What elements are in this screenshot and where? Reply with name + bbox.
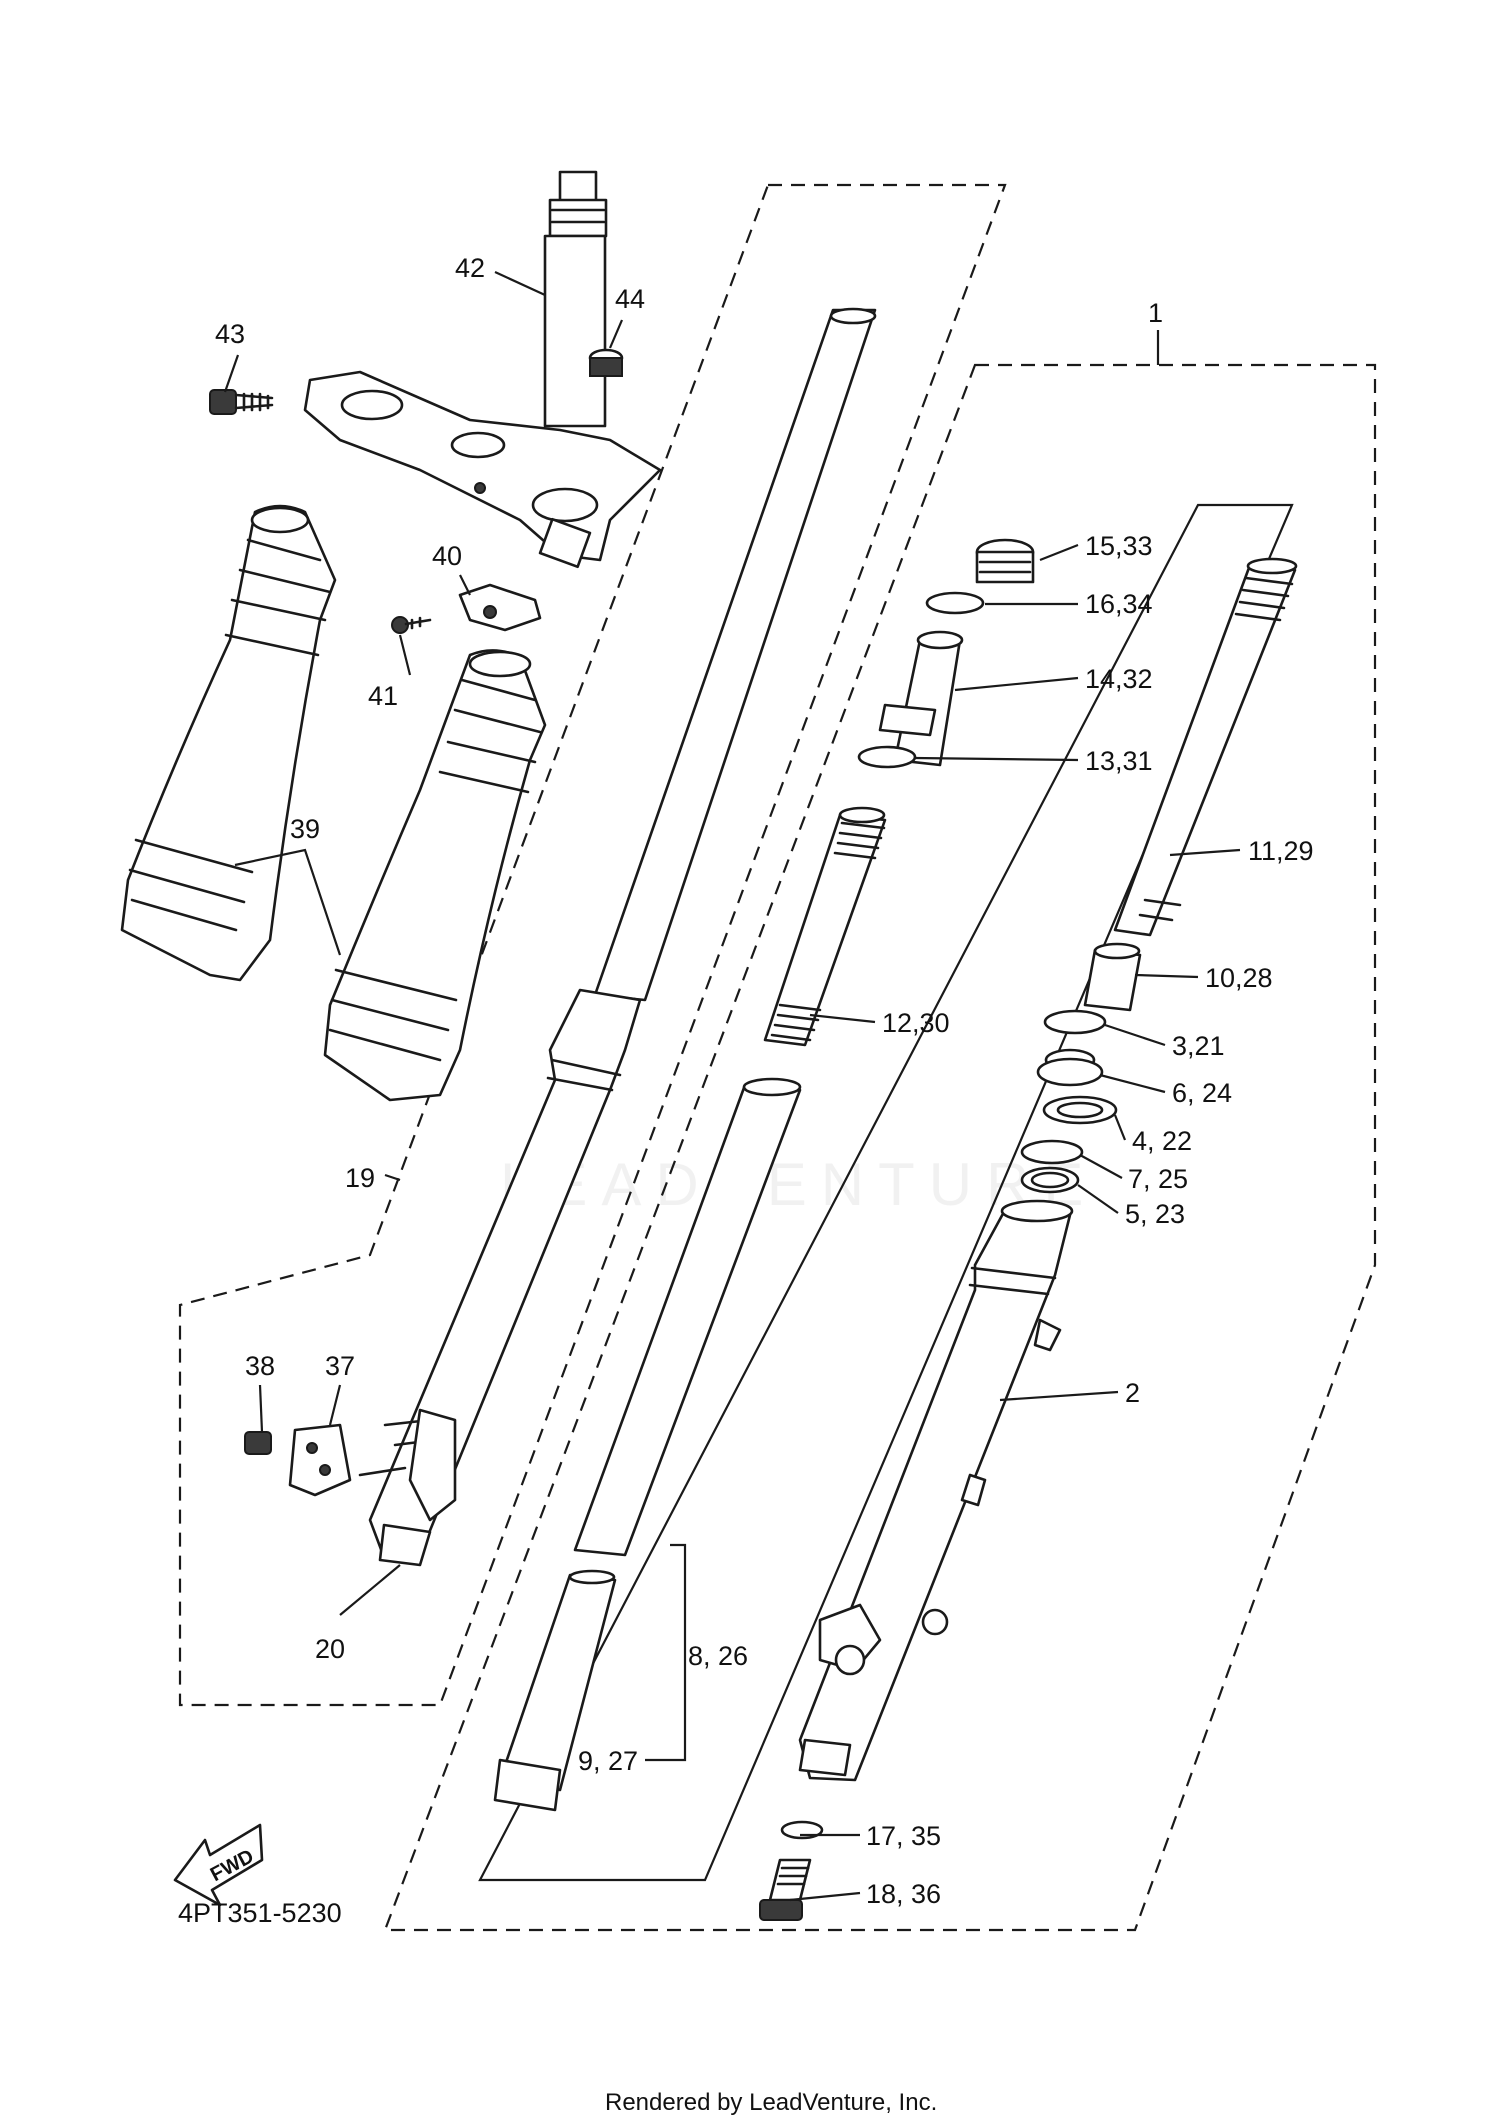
label-6-24: 6, 24 [1172, 1078, 1232, 1108]
slide-metal [1083, 942, 1142, 1012]
part-labels: 1 15,33 16,34 14,32 13,31 11,29 12,30 10… [215, 253, 1314, 1909]
label-44: 44 [615, 284, 645, 314]
fork-spring [1113, 557, 1298, 937]
boot-band [458, 583, 542, 632]
label-5-23: 5, 23 [1125, 1199, 1185, 1229]
steering-stem [543, 170, 608, 428]
label-42: 42 [455, 253, 485, 283]
fork-boot-left [120, 504, 337, 982]
under-bracket [303, 370, 662, 569]
spacer [878, 630, 964, 767]
label-12-30: 12,30 [882, 1008, 950, 1038]
label-8-26: 8, 26 [688, 1641, 748, 1671]
label-18-36: 18, 36 [866, 1879, 941, 1909]
spring-seat-washer [857, 745, 917, 769]
label-1: 1 [1148, 298, 1163, 328]
label-15-33: 15,33 [1085, 531, 1153, 561]
fork-boot-right [323, 649, 547, 1102]
label-17-35: 17, 35 [866, 1821, 941, 1851]
cap-bolt [975, 538, 1035, 584]
label-4-22: 4, 22 [1132, 1126, 1192, 1156]
label-39: 39 [290, 814, 320, 844]
label-37: 37 [325, 1351, 355, 1381]
label-19: 19 [345, 1163, 375, 1193]
inner-pipe [573, 1077, 802, 1557]
label-16-34: 16,34 [1085, 589, 1153, 619]
axle-nut [244, 1431, 272, 1455]
o-ring [925, 591, 985, 615]
outline-inner-tube-group [478, 503, 1294, 1882]
label-2: 2 [1125, 1378, 1140, 1408]
label-43: 43 [215, 319, 245, 349]
outline-assembly-19 [178, 183, 1007, 1707]
leader-lines [223, 271, 1241, 1902]
washer-7 [1020, 1139, 1084, 1165]
label-9-27: 9, 27 [578, 1746, 638, 1776]
footer-credit: Rendered by LeadVenture, Inc. [605, 2089, 937, 2116]
watermark: LEADVENTURE [500, 1151, 1097, 1218]
diagram-code: 4PT351-5230 [178, 1898, 342, 1928]
label-14-32: 14,32 [1085, 664, 1153, 694]
label-38: 38 [245, 1351, 275, 1381]
fwd-arrow-icon: FWD [173, 1823, 264, 1907]
label-40: 40 [432, 541, 462, 571]
oil-seal [1036, 1048, 1104, 1087]
band-screw [391, 616, 432, 634]
label-13-31: 13,31 [1085, 746, 1153, 776]
washer-3 [1043, 1009, 1107, 1035]
damper-rod [763, 806, 887, 1047]
label-3-21: 3,21 [1172, 1031, 1225, 1061]
label-10-28: 10,28 [1205, 963, 1273, 993]
holder-studs [358, 1408, 457, 1522]
slide-metal-4 [1042, 1095, 1118, 1125]
oil-lock-piece [493, 1569, 617, 1812]
label-41: 41 [368, 681, 398, 711]
label-11-29: 11,29 [1248, 836, 1314, 866]
outer-tube [798, 1199, 1074, 1782]
stem-nut [588, 348, 624, 377]
label-7-25: 7, 25 [1128, 1164, 1188, 1194]
axle-holder [288, 1423, 352, 1497]
label-20: 20 [315, 1634, 345, 1664]
bracket-bolt [209, 389, 274, 415]
dust-seal [1020, 1166, 1080, 1194]
drain-bolt [759, 1858, 812, 1921]
outline-assembly-1 [383, 363, 1377, 1932]
